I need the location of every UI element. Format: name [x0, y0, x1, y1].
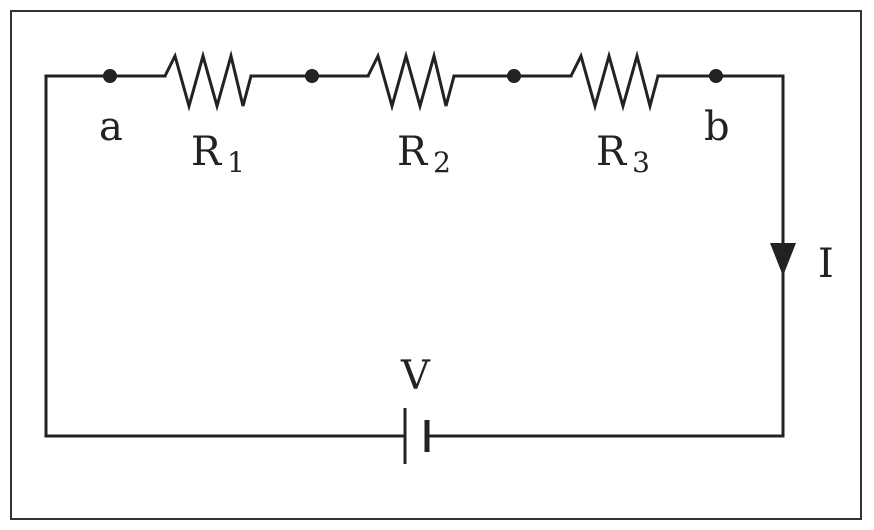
node-a-label: a [99, 104, 123, 150]
resistor-r3 [569, 50, 660, 112]
r2-letter: R [397, 129, 429, 175]
node-r1-r2-dot [305, 69, 319, 83]
node-b-label: b [704, 104, 730, 150]
r3-subscript: 3 [632, 146, 650, 179]
resistor-r2 [366, 50, 456, 112]
r2-label: R 2 [397, 129, 451, 179]
diagram-frame [10, 10, 862, 520]
voltage-label: V [400, 353, 431, 399]
r2-subscript: 2 [433, 146, 451, 179]
r3-label: R 3 [596, 129, 650, 179]
current-arrow-icon [770, 243, 796, 276]
r1-subscript: 1 [227, 146, 245, 179]
node-a-dot [103, 69, 117, 83]
current-label: I [818, 241, 834, 287]
r1-letter: R [191, 129, 223, 175]
node-b-dot [709, 69, 723, 83]
node-r2-r3-dot [507, 69, 521, 83]
resistor-r1 [163, 50, 253, 112]
r1-label: R 1 [191, 129, 245, 179]
r3-letter: R [596, 129, 628, 175]
